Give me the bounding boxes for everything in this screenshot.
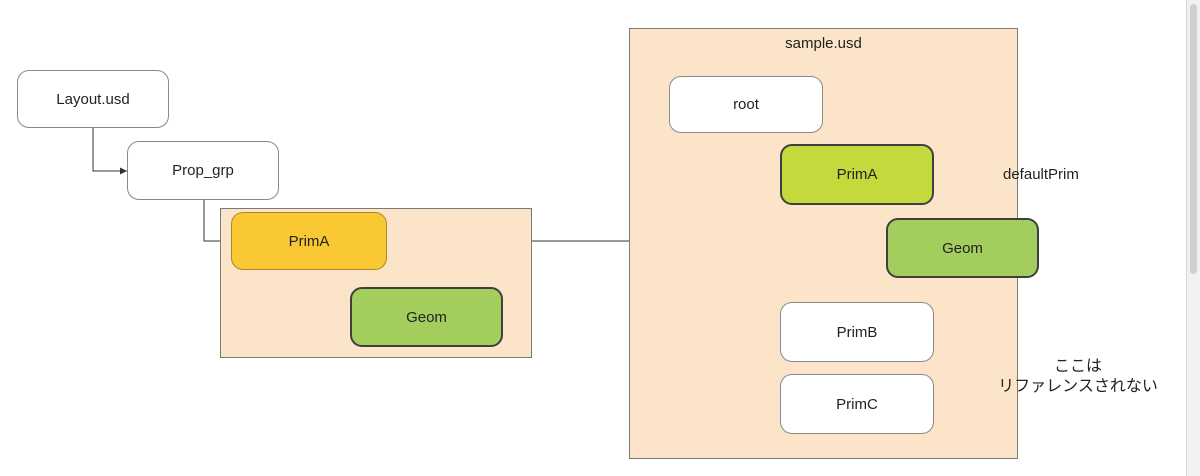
prim-b-node[interactable]: PrimB bbox=[780, 302, 934, 362]
vertical-scrollbar[interactable] bbox=[1186, 0, 1200, 476]
sample-usd-title: sample.usd bbox=[785, 35, 862, 52]
prim-a-default-node[interactable]: PrimA bbox=[780, 144, 934, 205]
default-prim-label: defaultPrim bbox=[1003, 166, 1079, 183]
prim-a-reference-node[interactable]: PrimA bbox=[231, 212, 387, 270]
geom-default-node[interactable]: Geom bbox=[886, 218, 1039, 278]
prop-grp-node[interactable]: Prop_grp bbox=[127, 141, 279, 200]
geom-reference-node[interactable]: Geom bbox=[350, 287, 503, 347]
scrollbar-thumb[interactable] bbox=[1190, 4, 1197, 274]
not-referenced-note: ここは リファレンスされない bbox=[978, 357, 1178, 397]
layout-usd-node[interactable]: Layout.usd bbox=[17, 70, 169, 128]
prim-c-node[interactable]: PrimC bbox=[780, 374, 934, 434]
not-referenced-note-line2: リファレンスされない bbox=[998, 378, 1158, 395]
root-node[interactable]: root bbox=[669, 76, 823, 133]
edge-layout-to-propgrp bbox=[92, 128, 127, 175]
not-referenced-note-line1: ここは bbox=[1053, 358, 1102, 375]
